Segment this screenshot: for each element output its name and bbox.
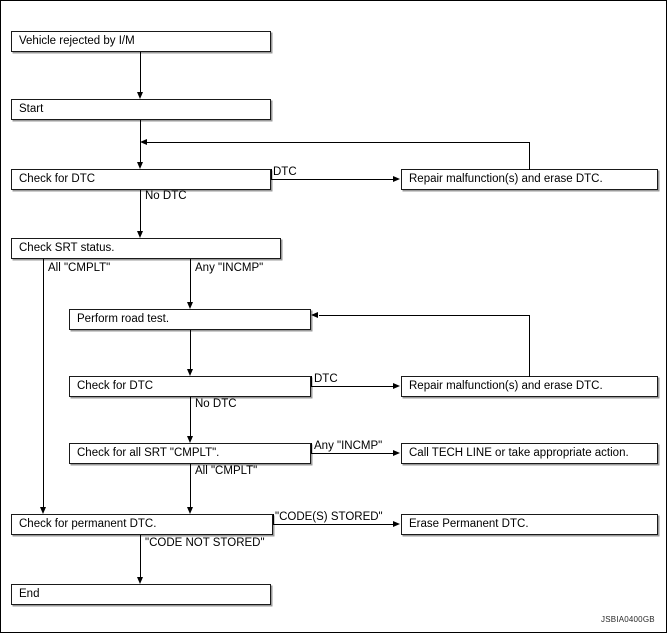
edge-label-any-incmp-1: Any "INCMP" (195, 262, 264, 274)
node-repair-malfunctions-2: Repair malfunction(s) and erase DTC. (401, 376, 658, 397)
edge-label-dtc-1: DTC (273, 166, 297, 178)
connector-srt-all-cmplt-down (43, 259, 44, 507)
node-label: Check for permanent DTC. (19, 517, 157, 530)
node-label: Repair malfunction(s) and erase DTC. (409, 172, 603, 185)
connector-permanent-dtc-to-erase (273, 524, 393, 525)
edge-label-all-cmplt-2: All "CMPLT" (195, 465, 258, 477)
edge-label-any-incmp-2: Any "INCMP" (314, 440, 383, 452)
node-check-for-dtc-2: Check for DTC (69, 376, 311, 397)
connector-permanent-dtc-to-end (140, 535, 141, 577)
node-end: End (11, 584, 271, 605)
arrowhead-right-erase-permanent (393, 521, 400, 527)
node-call-tech-line: Call TECH LINE or take appropriate actio… (401, 443, 658, 464)
arrowhead-down-check-dtc-2 (187, 369, 193, 376)
node-label: Check for DTC (19, 172, 96, 185)
figure-reference-code: JSBIA0400GB (601, 615, 655, 624)
arrowhead-right-repair-1 (393, 176, 400, 182)
connector-repair-2-feedback-left (319, 315, 530, 316)
connector-any-incmp-2-drop (311, 443, 312, 454)
connector-vehicle-to-start (140, 52, 141, 93)
connector-dtc-1-drop (271, 169, 272, 180)
arrowhead-left-feedback-2 (311, 312, 318, 318)
edge-label-no-dtc-2: No DTC (195, 398, 237, 410)
arrowhead-down-permanent-dtc-center (187, 507, 193, 514)
arrowhead-down-road-test (187, 302, 193, 309)
arrowhead-down-end (137, 577, 143, 584)
connector-check-dtc-2-to-all-srt (190, 397, 191, 436)
node-start: Start (11, 99, 271, 120)
edge-label-dtc-2: DTC (314, 373, 338, 385)
node-erase-permanent-dtc: Erase Permanent DTC. (401, 514, 658, 535)
node-label: Vehicle rejected by I/M (19, 34, 135, 47)
node-perform-road-test: Perform road test. (69, 309, 311, 330)
node-label: End (19, 587, 40, 600)
node-check-all-srt-cmplt: Check for all SRT "CMPLT". (69, 443, 311, 464)
connector-check-dtc-1-to-srt-status (140, 190, 141, 231)
connector-repair-1-feedback-up (529, 142, 530, 170)
edge-label-code-not-stored: "CODE NOT STORED" (145, 537, 265, 549)
node-label: Erase Permanent DTC. (409, 517, 529, 530)
node-check-for-dtc-1: Check for DTC (11, 169, 271, 190)
arrowhead-down-start (137, 92, 143, 99)
connector-repair-1-feedback-left (147, 142, 530, 143)
connector-codes-stored-drop (273, 514, 274, 525)
node-label: Repair malfunction(s) and erase DTC. (409, 379, 603, 392)
node-check-srt-status: Check SRT status. (11, 238, 281, 259)
edge-label-codes-stored: "CODE(S) STORED" (275, 511, 383, 523)
arrowhead-down-check-dtc-1 (137, 162, 143, 169)
node-label: Start (19, 102, 44, 115)
arrowhead-down-permanent-dtc-left (40, 507, 46, 514)
arrowhead-right-tech-line (393, 450, 400, 456)
connector-road-test-to-check-dtc-2 (190, 330, 191, 369)
node-vehicle-rejected: Vehicle rejected by I/M (11, 31, 271, 52)
edge-label-all-cmplt-1: All "CMPLT" (48, 262, 111, 274)
connector-repair-2-feedback-up (529, 315, 530, 377)
connector-dtc-2-drop (311, 376, 312, 387)
connector-check-dtc-2-to-repair-2 (311, 386, 393, 387)
node-label: Check SRT status. (19, 241, 115, 254)
connector-srt-any-incmp-down (190, 259, 191, 302)
node-label: Check for all SRT "CMPLT". (77, 446, 220, 459)
arrowhead-down-srt-status (137, 231, 143, 238)
connector-all-srt-to-tech-line (311, 453, 393, 454)
connector-check-dtc-1-to-repair-1 (271, 179, 393, 180)
node-label: Check for DTC (77, 379, 154, 392)
arrowhead-right-repair-2 (393, 383, 400, 389)
arrowhead-left-feedback-1 (140, 139, 147, 145)
node-check-permanent-dtc: Check for permanent DTC. (11, 514, 273, 535)
connector-all-srt-to-permanent-dtc (190, 464, 191, 507)
arrowhead-down-all-srt (187, 436, 193, 443)
edge-label-no-dtc-1: No DTC (145, 190, 187, 202)
node-label: Perform road test. (77, 312, 170, 325)
node-repair-malfunctions-1: Repair malfunction(s) and erase DTC. (401, 169, 658, 190)
node-label: Call TECH LINE or take appropriate actio… (409, 446, 629, 459)
